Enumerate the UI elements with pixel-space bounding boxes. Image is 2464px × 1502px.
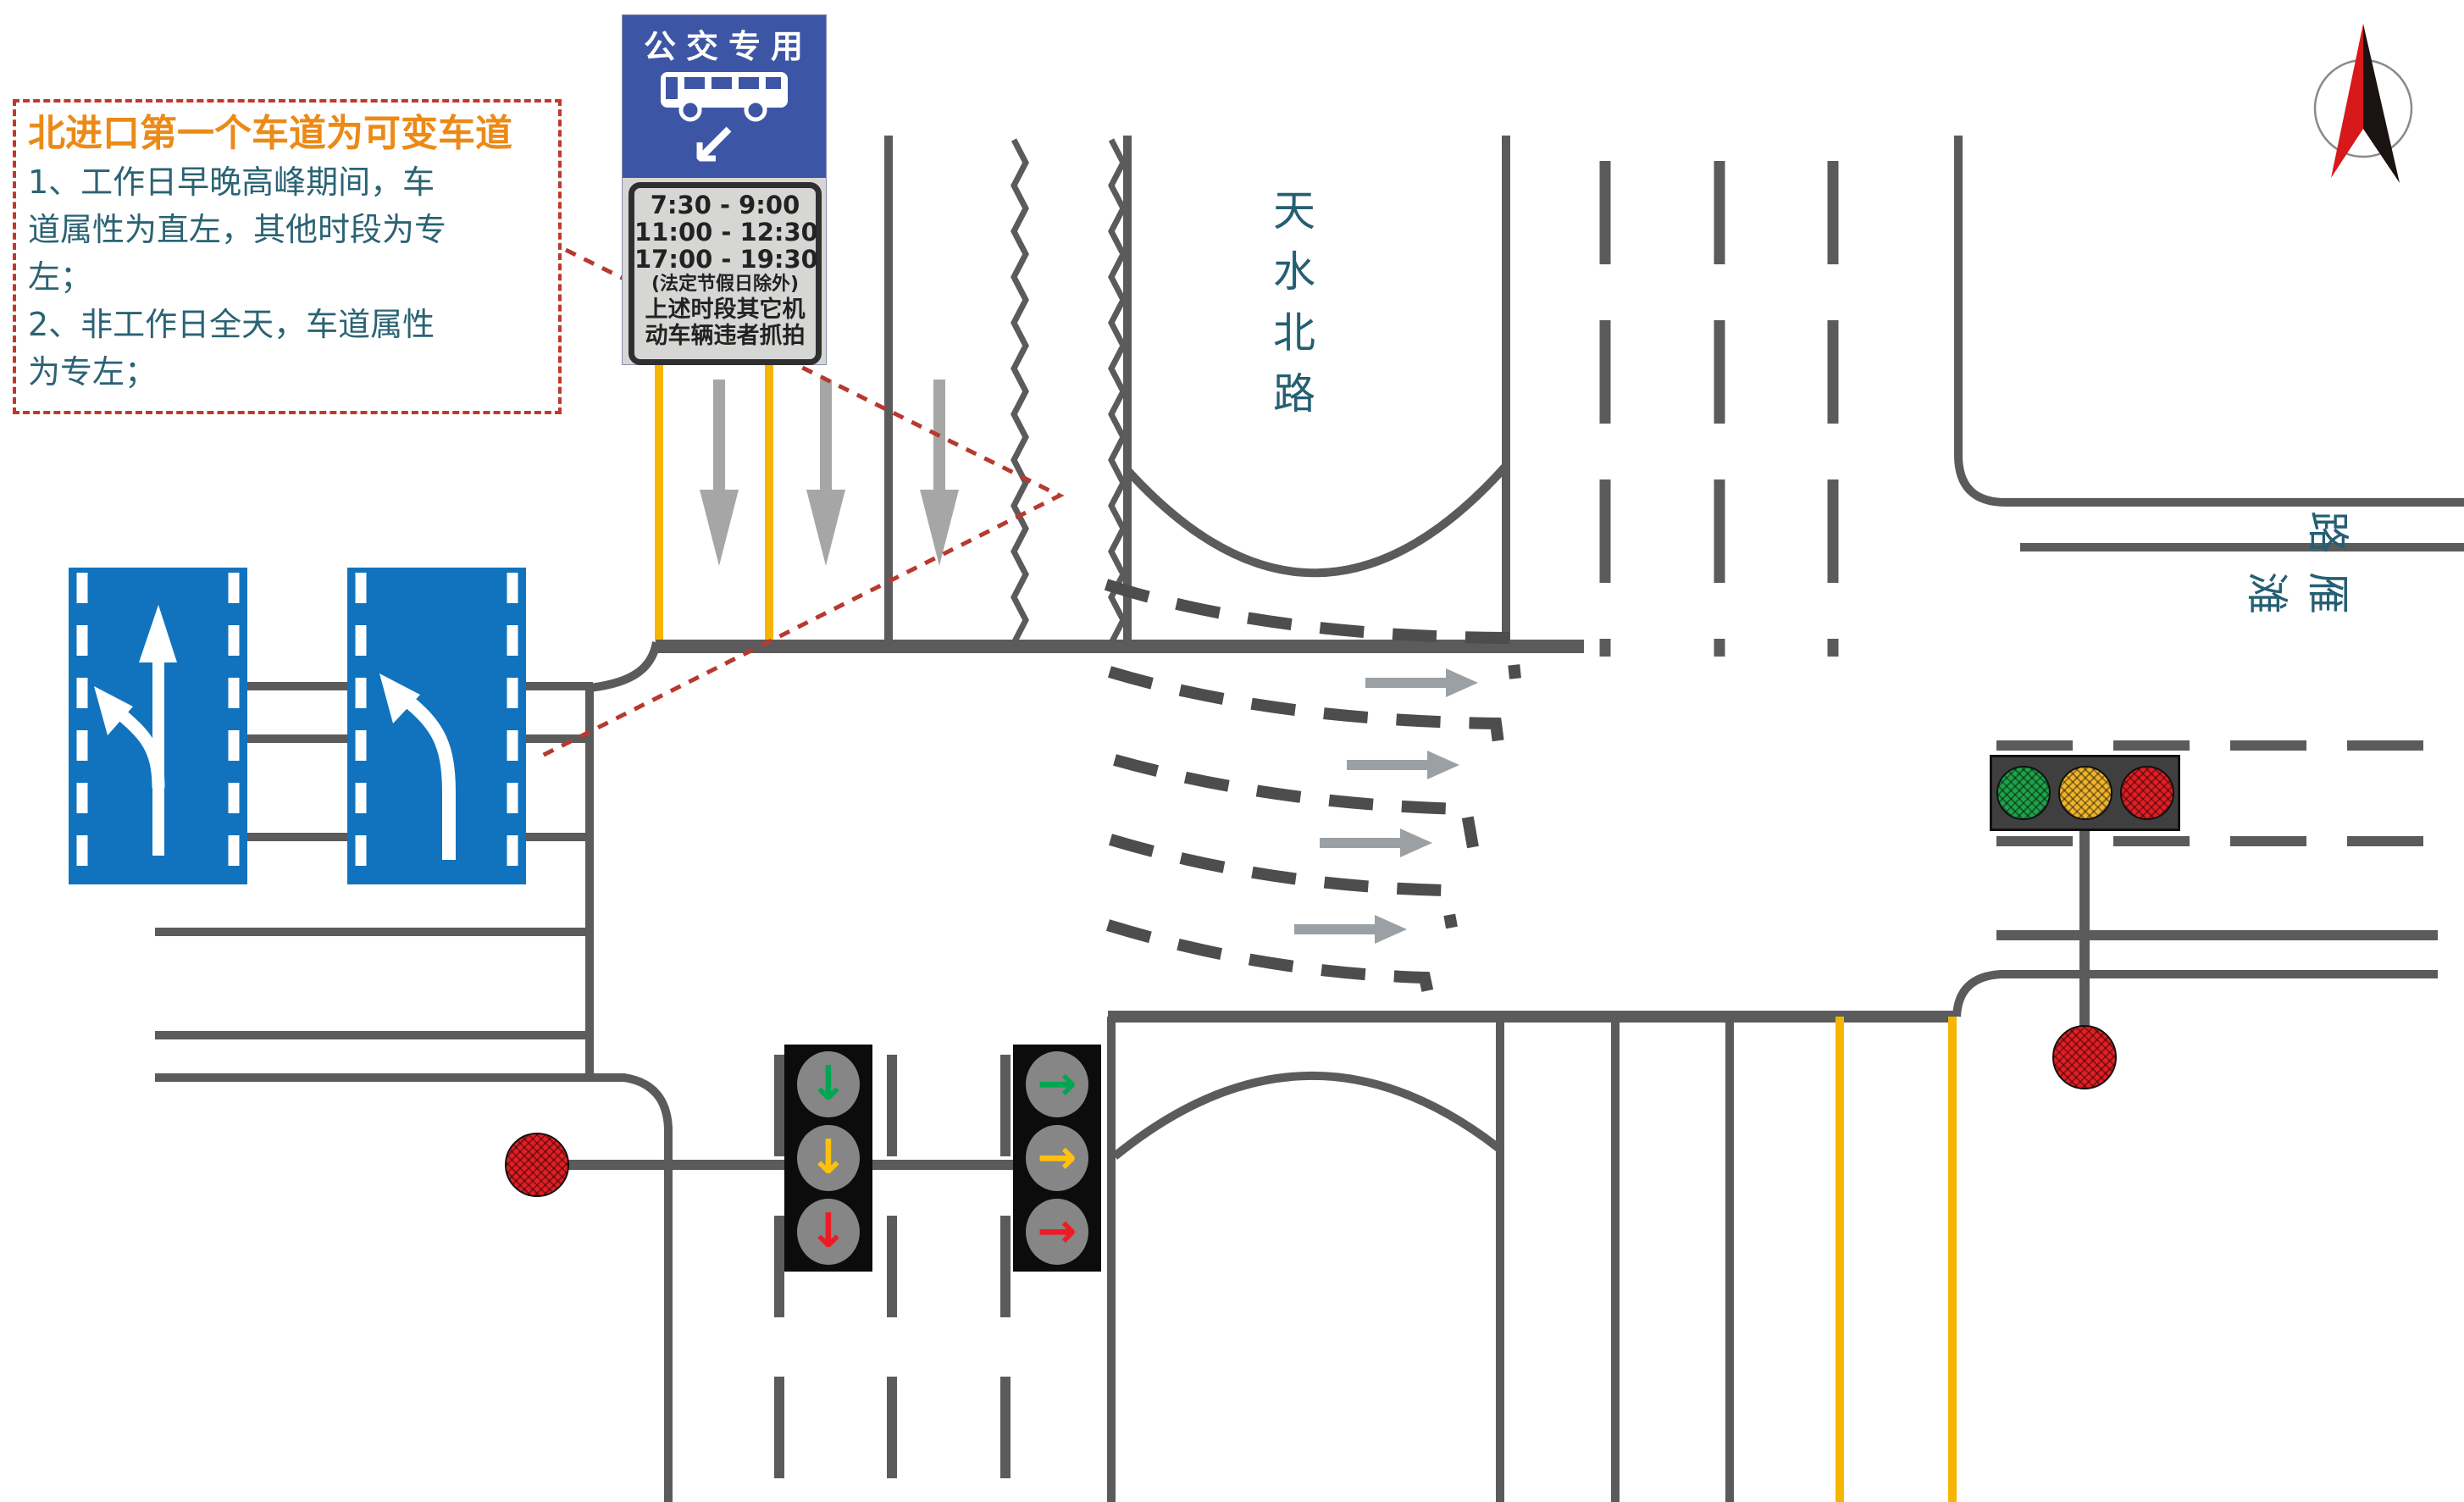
signal-head-right-arrows: → → → bbox=[1013, 1045, 1101, 1272]
west-road-lines bbox=[155, 640, 673, 1129]
south-road-lines bbox=[542, 1011, 1957, 1502]
yellow-down-arrow-icon: ↓ bbox=[808, 1129, 849, 1185]
bus-lane-arrow-icon: ↙ bbox=[689, 110, 739, 180]
signal-lamp: ↓ bbox=[797, 1198, 860, 1265]
east-south-corner-edge bbox=[1952, 970, 2438, 1017]
west-north-corner-edge bbox=[589, 640, 661, 692]
bus-sign-time-panel-inner: 7:30 - 9:00 11:00 - 12:30 17:00 - 19:30 … bbox=[628, 182, 822, 365]
signal-lamp: → bbox=[1026, 1051, 1088, 1118]
bus-note: (法定节假日除外) bbox=[651, 274, 800, 295]
annotation-line: 1、工作日早晚高峰期间，车 bbox=[28, 164, 435, 201]
lane-sign-left-turn bbox=[347, 568, 526, 884]
signal-lamp: → bbox=[1026, 1124, 1088, 1191]
straight-arrow-head bbox=[139, 605, 177, 662]
compass-needle-black bbox=[2363, 24, 2400, 183]
signal-head-down-arrows: ↓ ↓ ↓ bbox=[784, 1045, 872, 1272]
right-arrow-icon bbox=[1375, 915, 1407, 944]
annotation-title: 北进口第一个车道为可变车道 bbox=[28, 112, 512, 155]
east-road-lines bbox=[1952, 543, 2464, 1029]
green-down-arrow-icon: ↓ bbox=[808, 1056, 849, 1112]
bus-sign-blue-panel: 公交专用 ↙ bbox=[623, 15, 826, 178]
bus-window bbox=[684, 77, 705, 89]
lane-sign-straight-left bbox=[69, 568, 247, 884]
bus-time: 17:00 - 19:30 bbox=[634, 245, 818, 274]
down-arrow-icon bbox=[920, 490, 959, 566]
north-road-lines bbox=[655, 136, 2464, 657]
down-arrow-icon bbox=[933, 380, 945, 494]
compass-needle-red bbox=[2331, 24, 2363, 178]
signal-lamp: ↓ bbox=[797, 1124, 860, 1191]
left-branch-head bbox=[94, 686, 133, 735]
road-label-yantan: 雁滩路 bbox=[2229, 504, 2350, 614]
down-arrow-icon bbox=[820, 380, 832, 494]
signal-lamp: → bbox=[1026, 1198, 1088, 1265]
annotation-line: 2、非工作日全天，车道属性 bbox=[28, 306, 435, 343]
bus-note: 上述时段其它机 bbox=[645, 297, 806, 323]
bus-window bbox=[766, 77, 781, 89]
bus-window bbox=[739, 77, 759, 89]
bus-window bbox=[712, 77, 732, 89]
guide-curves bbox=[1104, 579, 1521, 1015]
variable-lane-zigzag-line bbox=[1108, 138, 1127, 645]
right-arrow-icon bbox=[1320, 838, 1400, 848]
bus-windshield bbox=[666, 77, 678, 99]
red-right-arrow-icon: → bbox=[1037, 1203, 1077, 1259]
guide-curve bbox=[1104, 579, 1521, 679]
left-turn-arrow-icon bbox=[347, 568, 526, 884]
guide-curve bbox=[1105, 919, 1438, 1015]
road-label-tianshui-north: 天水北路 bbox=[1266, 188, 1315, 432]
annotation-box: 北进口第一个车道为可变车道 1、工作日早晚高峰期间，车 道属性为直左，其他时段为… bbox=[13, 99, 562, 414]
right-arrow-icon bbox=[1400, 829, 1432, 857]
down-arrow-icon bbox=[713, 380, 725, 494]
right-arrow-icon bbox=[1446, 668, 1478, 697]
annotation-line: 为专左； bbox=[28, 353, 158, 391]
signal-pole-red-ball bbox=[2052, 1025, 2117, 1089]
bus-wheel bbox=[744, 98, 767, 122]
bus-lane-sign: 公交专用 ↙ 7:30 - 9:00 11:00 - 12:30 17:00 -… bbox=[623, 15, 826, 365]
bus-sign-title: 公交专用 bbox=[643, 28, 813, 65]
west-south-corner-edge bbox=[155, 1073, 673, 1129]
down-arrow-icon bbox=[806, 490, 845, 566]
left-turn-shaft bbox=[399, 691, 456, 860]
compass-icon bbox=[2313, 24, 2413, 183]
red-light bbox=[2119, 766, 2174, 820]
flow-arrow-icons bbox=[1294, 668, 1478, 944]
bus-time: 11:00 - 12:30 bbox=[634, 218, 818, 247]
bus-note: 动车辆违者抓拍 bbox=[645, 323, 806, 349]
yellow-light bbox=[2057, 766, 2112, 820]
green-light bbox=[1996, 766, 2051, 820]
traffic-light-horizontal bbox=[1990, 755, 2180, 831]
annotation-line: 道属性为直左，其他时段为专 bbox=[28, 211, 447, 248]
guide-curve bbox=[1113, 754, 1479, 849]
variable-lane-zigzag-line bbox=[1011, 138, 1029, 645]
red-down-arrow-icon: ↓ bbox=[808, 1203, 849, 1259]
yellow-right-arrow-icon: → bbox=[1037, 1129, 1077, 1185]
down-arrow-icon-group bbox=[700, 380, 959, 566]
median-nose-curve bbox=[1111, 1072, 1502, 1160]
median-nose-curve bbox=[1124, 463, 1509, 578]
bus-time: 7:30 - 9:00 bbox=[650, 191, 800, 219]
north-east-corner-edge bbox=[1954, 136, 2464, 507]
annotation-line: 左； bbox=[28, 258, 93, 296]
right-arrow-icon bbox=[1427, 751, 1459, 779]
green-right-arrow-icon: → bbox=[1037, 1056, 1077, 1112]
bus-sign-time-panel: 7:30 - 9:00 11:00 - 12:30 17:00 - 19:30 … bbox=[623, 178, 826, 365]
guide-curve bbox=[1108, 834, 1458, 929]
right-arrow-icon bbox=[1347, 760, 1427, 770]
right-arrow-icon bbox=[1365, 678, 1446, 688]
left-branch-shaft bbox=[114, 707, 165, 789]
straight-left-arrow-icon bbox=[69, 568, 247, 884]
signal-pole-red-ball bbox=[505, 1133, 569, 1197]
right-arrow-icon bbox=[1294, 924, 1375, 934]
down-arrow-icon bbox=[700, 490, 739, 566]
signal-lamp: ↓ bbox=[797, 1051, 860, 1118]
bus-wheel bbox=[678, 98, 702, 122]
bus-icon bbox=[661, 72, 788, 122]
left-turn-head bbox=[379, 673, 420, 723]
